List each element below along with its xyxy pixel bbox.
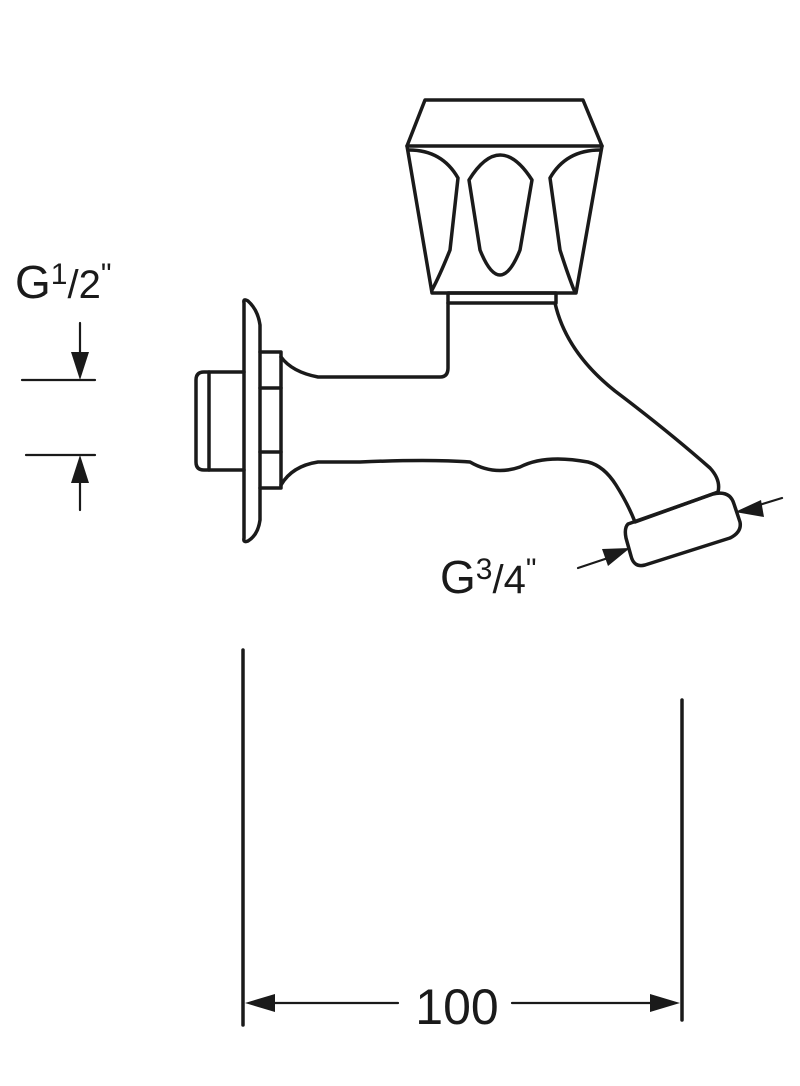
- projection-dimension-label: 100: [415, 979, 498, 1035]
- outlet-left-leader: [576, 556, 610, 570]
- knob-flute-center: [467, 153, 534, 277]
- projection-dimension: [241, 648, 684, 1027]
- faucet: [194, 98, 743, 568]
- projection-left-arrow: [245, 994, 275, 1012]
- outlet-left-arrow: [602, 548, 630, 566]
- outlet-thread-label: G3/4": [440, 551, 537, 603]
- projection-right-arrow: [650, 994, 680, 1012]
- hex-nut: [258, 350, 283, 490]
- handle-knob: [405, 98, 604, 295]
- knob-top: [405, 98, 604, 148]
- inlet-thread-dimension: [20, 321, 97, 512]
- faucet-body: [279, 301, 721, 524]
- outlet-thread-dimension: [576, 496, 784, 570]
- outlet-nozzle: [623, 491, 743, 568]
- outlet-right-arrow: [735, 500, 764, 517]
- inlet-upper-arrow: [71, 352, 89, 380]
- wall-flange: [242, 298, 262, 544]
- knob-body: [405, 144, 604, 295]
- inlet-lower-arrow: [71, 455, 89, 483]
- knob-flute-left: [407, 148, 460, 292]
- knob-flute-right: [548, 148, 602, 292]
- inlet-thread-label: G1/2": [15, 256, 112, 308]
- inlet-connector: [194, 370, 246, 472]
